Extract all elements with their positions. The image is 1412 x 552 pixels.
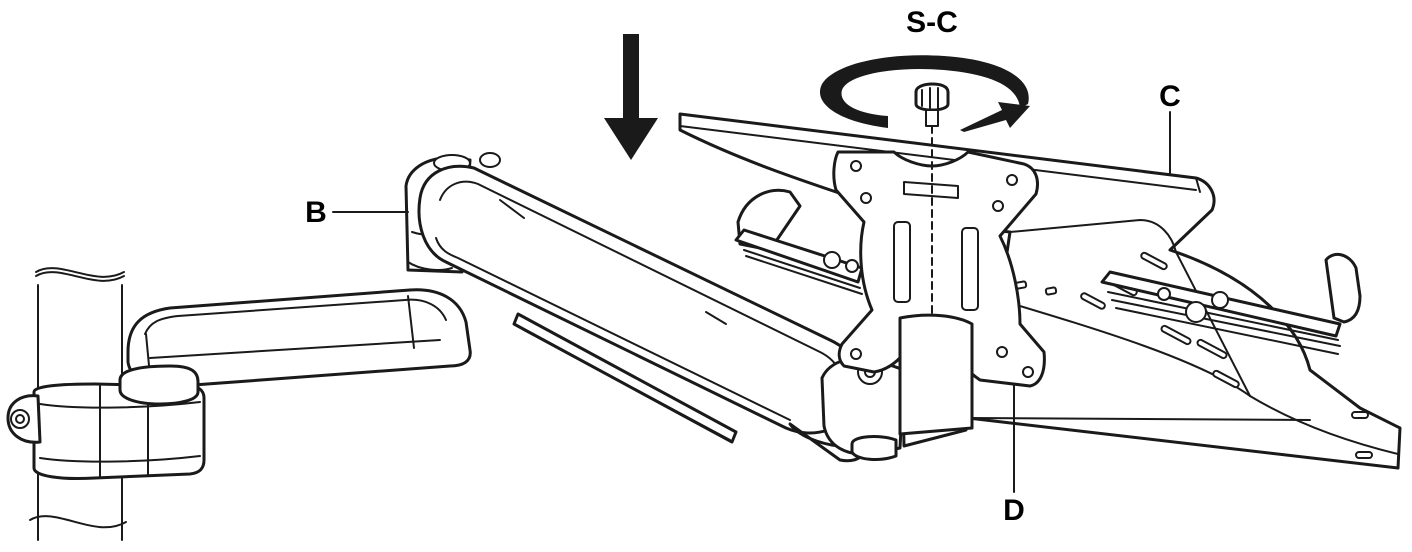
down-arrow-icon — [604, 34, 658, 160]
screw-s-c — [914, 82, 950, 319]
label-screw-s-c: S-C — [906, 6, 958, 39]
rotate-clockwise-icon — [819, 55, 1030, 132]
left-side-clamp — [734, 188, 864, 295]
laptop-tray — [678, 112, 1402, 470]
tray-slots — [1014, 251, 1373, 459]
vesa-plate — [832, 150, 1046, 436]
pole-clamp — [6, 382, 206, 480]
label-arm-b: B — [305, 196, 327, 229]
lower-arm — [118, 288, 472, 406]
label-tray-c: C — [1159, 80, 1181, 113]
right-side-clamp — [1100, 252, 1362, 355]
leader-lines — [332, 111, 1171, 493]
label-vesa-plate-d: D — [1003, 494, 1025, 527]
